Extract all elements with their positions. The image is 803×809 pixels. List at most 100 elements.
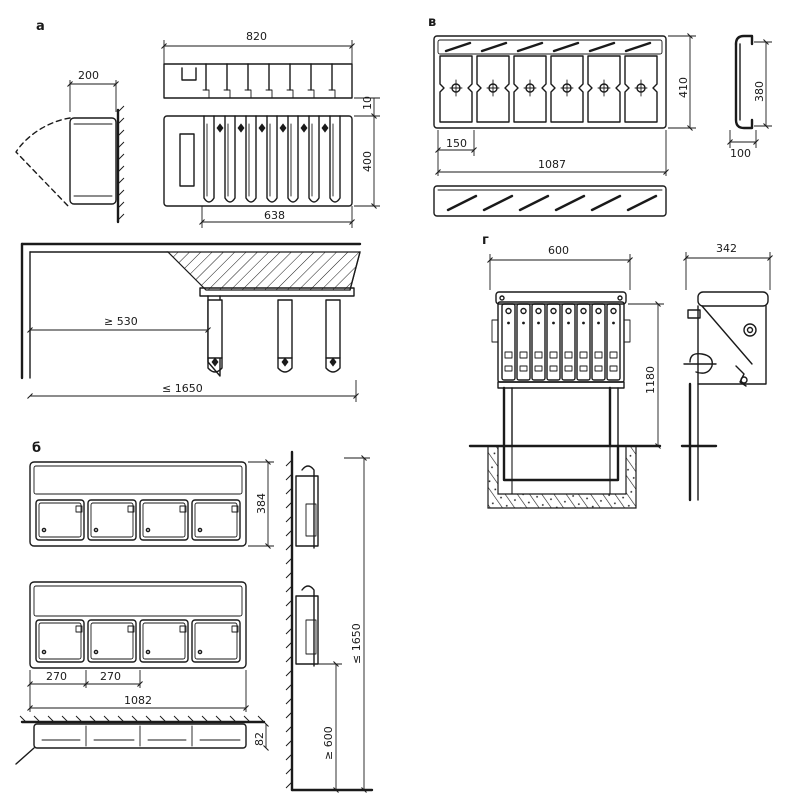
plan-slot — [518, 194, 550, 212]
cell-screw-icon — [522, 321, 525, 325]
panel-g-label: г — [482, 233, 489, 248]
dim-b-cell1: 270 — [46, 670, 67, 683]
leg-pin-icon — [211, 357, 219, 367]
panel-b-unit-lower — [29, 581, 247, 669]
cell-lock-icon — [610, 307, 617, 315]
top-slot-foot — [307, 89, 315, 99]
dim-v-height: 410 — [677, 77, 690, 98]
door — [35, 499, 85, 541]
door-hinge — [231, 625, 239, 633]
door-inset — [38, 502, 82, 538]
dim-b-width: 1082 — [124, 694, 152, 707]
leg-pin-icon — [281, 357, 289, 367]
cell-lock-icon — [216, 123, 224, 133]
plan-slot — [446, 194, 478, 212]
cell-screw-icon — [552, 321, 555, 325]
panel-a-front-view: 820 638 10 400 — [161, 30, 380, 228]
cell-lock-icon — [520, 307, 527, 315]
dim-b-cell2: 270 — [100, 670, 121, 683]
top-slot-foot — [223, 89, 231, 99]
cell-screw-icon — [597, 321, 600, 325]
door-hinge — [75, 505, 83, 513]
slot-opening — [480, 41, 508, 53]
cell-divider — [287, 115, 299, 203]
dim-a-reach: ≤ 1650 — [162, 382, 203, 395]
door — [87, 619, 137, 663]
top-slot-foot — [265, 89, 273, 99]
panel-b: б 384 270 270 1082 — [15, 441, 374, 793]
slot-opening — [624, 41, 652, 53]
plan-slot — [482, 194, 514, 212]
slot-opening — [516, 41, 544, 53]
mail-cell — [516, 303, 531, 381]
panel-a-section-view: ≥ 530 ≤ 1650 — [20, 242, 362, 402]
dim-g-width: 600 — [548, 244, 569, 257]
cell-lock-icon — [279, 123, 287, 133]
door-hinge — [75, 625, 83, 633]
cell-lock-icon — [550, 307, 557, 315]
door — [87, 499, 137, 541]
panel-g-side-view — [680, 291, 769, 502]
door — [35, 619, 85, 663]
cell-screw-icon — [582, 321, 585, 325]
mail-cell — [624, 55, 658, 123]
cell-label — [549, 365, 558, 372]
mail-cell — [439, 55, 473, 123]
cell-divider — [266, 115, 278, 203]
door-inset — [90, 502, 134, 538]
cell-slot — [534, 351, 543, 359]
cell-screw-icon — [567, 321, 570, 325]
dim-a-width-bottom: 638 — [264, 209, 285, 222]
slot-opening — [552, 41, 580, 53]
cell-lock-icon — [505, 307, 512, 315]
dim-v-prof-w: 100 — [730, 147, 751, 160]
panel-g: г 600 1180 342 — [468, 233, 773, 509]
mail-cell — [513, 55, 547, 123]
cell-slot — [519, 351, 528, 359]
door — [191, 499, 241, 541]
cell-screw-icon — [507, 321, 510, 325]
plan-slot — [590, 194, 622, 212]
top-slot-foot — [244, 89, 252, 99]
panel-a-side-view: 200 — [15, 69, 125, 224]
slot-opening — [588, 41, 616, 53]
dim-v-prof-h: 380 — [753, 81, 766, 102]
cell-slot — [609, 351, 618, 359]
mail-cell — [546, 303, 561, 381]
panel-b-label: б — [32, 441, 41, 456]
cell-divider — [308, 115, 320, 203]
panel-b-unit-upper — [29, 461, 247, 547]
leg-pin-icon — [329, 357, 337, 367]
cell-screw-icon — [612, 321, 615, 325]
door — [191, 619, 241, 663]
mail-cell — [591, 303, 606, 381]
dim-b-floor: ≥ 600 — [322, 726, 335, 760]
dim-b-height: 384 — [255, 493, 268, 514]
panel-b-plan-view: 82 — [15, 715, 269, 765]
door-hinge — [127, 625, 135, 633]
cell-lock-icon — [580, 307, 587, 315]
keyhole-icon — [197, 649, 203, 655]
dim-b-reach: ≤ 1650 — [350, 623, 363, 664]
dim-v-width: 1087 — [538, 158, 566, 171]
door-inset — [194, 502, 238, 538]
cell-label — [609, 365, 618, 372]
plan-slot — [554, 194, 586, 212]
cell-label — [564, 365, 573, 372]
cell-lock-icon — [300, 123, 308, 133]
mail-cell — [501, 303, 516, 381]
mail-cell — [576, 303, 591, 381]
cell-slot — [504, 351, 513, 359]
top-slot-first — [181, 67, 197, 81]
keyhole-icon — [197, 527, 203, 533]
keyhole-icon — [41, 649, 47, 655]
door-inset — [38, 622, 82, 660]
cell-lock-icon — [595, 307, 602, 315]
dim-a-depth: 200 — [78, 69, 99, 82]
cell-slot — [594, 351, 603, 359]
cell-label — [534, 365, 543, 372]
dim-a-width-top: 820 — [246, 30, 267, 43]
door-hinge — [127, 505, 135, 513]
panel-b-side-view: ≤ 1650 ≥ 600 — [285, 450, 374, 793]
panel-v-profile: 380 100 — [727, 34, 772, 160]
